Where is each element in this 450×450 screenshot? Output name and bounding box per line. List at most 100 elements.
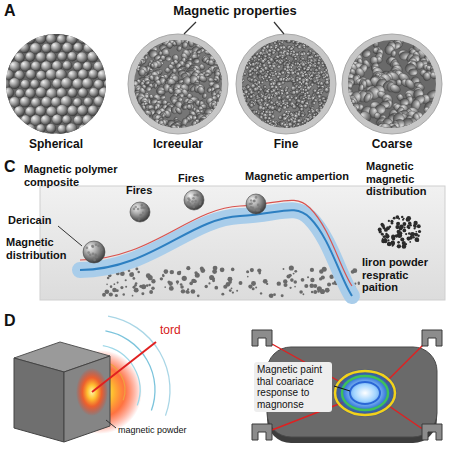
- powder-grain: [193, 58, 200, 64]
- powder-dot: [146, 273, 151, 278]
- powder-grain: [301, 124, 305, 128]
- sphere-grain: [50, 150, 61, 161]
- powder-grain: [285, 38, 291, 44]
- sphere-grain: [66, 123, 77, 134]
- powder-dot: [151, 286, 155, 290]
- sphere-grain: [108, 105, 120, 117]
- powder-dot: [413, 221, 417, 225]
- powder-grain: [278, 43, 281, 46]
- powder-dot: [197, 295, 200, 298]
- sphere-grain: [204, 161, 213, 170]
- powder-grain: [278, 85, 282, 89]
- powder-grain: [294, 125, 299, 130]
- powder-grain: [302, 46, 306, 50]
- powder-grain: [267, 123, 270, 126]
- sphere-grain: [0, 43, 9, 53]
- powder-dot: [180, 283, 183, 286]
- sphere-grain: [124, 150, 135, 161]
- powder-grain: [270, 115, 274, 119]
- sphere-grain: [3, 196, 14, 207]
- sphere-grain: [77, 105, 88, 116]
- powder-dot: [288, 274, 291, 277]
- powder-grain: [316, 114, 320, 118]
- powder-grain: [389, 83, 402, 95]
- powder-grain: [359, 111, 371, 123]
- powder-dot: [208, 282, 210, 284]
- powder-dot: [393, 217, 396, 220]
- powder-dot: [327, 282, 331, 286]
- powder-dot: [107, 277, 110, 280]
- powder-dot: [396, 222, 400, 226]
- powder-grain: [206, 87, 212, 93]
- powder-dot: [269, 294, 274, 299]
- powder-dot: [397, 230, 401, 234]
- sphere-grain: [197, 24, 208, 35]
- powder-dot: [283, 283, 287, 287]
- powder-dot: [299, 290, 303, 294]
- powder-grain: [282, 104, 287, 109]
- powder-grain: [241, 78, 245, 82]
- sphere-grain: [0, 61, 9, 71]
- powder-grain: [280, 55, 284, 59]
- sphere-grain: [73, 116, 83, 126]
- powder-dot: [132, 295, 134, 297]
- powder-dot: [177, 271, 181, 275]
- powder-dot: [263, 279, 268, 284]
- powder-grain: [188, 39, 195, 47]
- powder-grain: [413, 112, 424, 124]
- powder-dot: [160, 277, 163, 280]
- powder-dot: [232, 291, 234, 293]
- sphere-grain: [120, 124, 130, 134]
- powder-grain: [302, 67, 305, 70]
- powder-dot: [283, 268, 285, 270]
- sphere-grain: [41, 97, 52, 108]
- powder-grain: [250, 58, 253, 61]
- powder-dot: [403, 218, 405, 220]
- sphere-grain: [98, 35, 108, 45]
- composite-particles: [83, 190, 266, 263]
- powder-dot: [392, 245, 394, 247]
- powder-dot: [290, 278, 294, 282]
- powder-dot: [246, 270, 249, 273]
- sphere-grain: [99, 52, 109, 62]
- sphere-grain: [62, 151, 72, 161]
- powder-dot: [388, 220, 390, 222]
- sphere-grain: [93, 25, 103, 35]
- sphere-grain: [104, 79, 113, 88]
- powder-grain: [191, 120, 198, 127]
- composite-sphere: [246, 194, 266, 214]
- powder-grain: [317, 65, 321, 69]
- sphere-grain: [94, 152, 103, 161]
- sphere-grain: [26, 124, 36, 134]
- sphere-grain: [0, 114, 9, 125]
- sphere-grain: [36, 52, 47, 63]
- powder-dot: [294, 270, 297, 273]
- coarse-sample: [348, 40, 436, 128]
- powder-grain: [326, 99, 330, 103]
- sphere-grain: [78, 88, 88, 98]
- powder-dot: [294, 286, 296, 288]
- powder-dot: [194, 271, 197, 274]
- powder-dot: [402, 228, 406, 232]
- powder-grain: [324, 80, 330, 86]
- sphere-grain: [115, 97, 124, 106]
- sphere-grain: [15, 141, 26, 152]
- sphere-grain: [0, 96, 10, 106]
- powder-dot: [186, 266, 190, 270]
- sphere-grain: [136, 151, 146, 161]
- powder-grain: [307, 97, 311, 101]
- powder-dot: [110, 285, 113, 288]
- powder-dot: [105, 289, 110, 294]
- powder-dot: [168, 281, 173, 286]
- powder-dot: [223, 285, 227, 289]
- powder-dot: [281, 294, 284, 297]
- powder-grain: [314, 54, 318, 58]
- sphere-grain: [157, 150, 167, 160]
- powder-grain: [249, 103, 254, 108]
- sphere-grain: [115, 116, 125, 126]
- sphere-grain: [89, 88, 99, 98]
- powder-grain: [321, 75, 325, 79]
- powder-grain: [272, 124, 276, 128]
- powder-dot: [405, 233, 407, 235]
- powder-grain: [272, 41, 276, 45]
